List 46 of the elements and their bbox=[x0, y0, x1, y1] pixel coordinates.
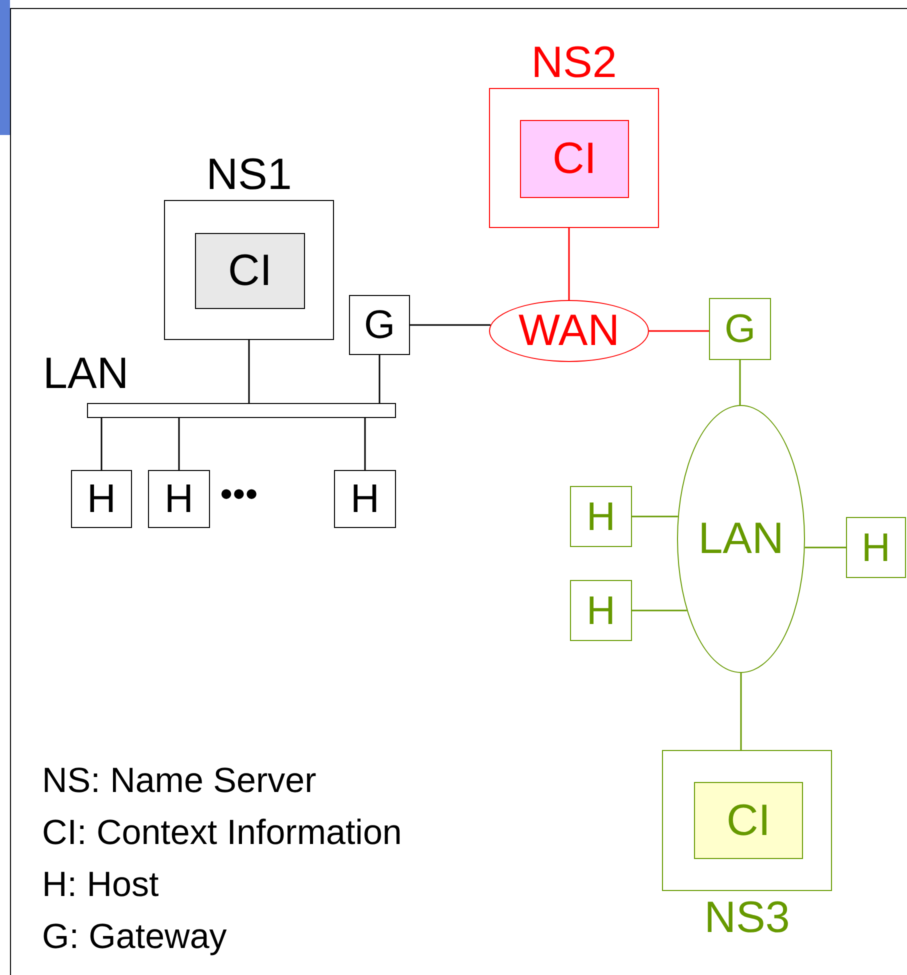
connector-line bbox=[804, 546, 846, 548]
gateway-box bbox=[349, 295, 410, 355]
host-box bbox=[334, 470, 396, 528]
connector-line bbox=[178, 418, 180, 470]
node-label: G bbox=[364, 305, 396, 345]
node-heading: NS3 bbox=[704, 896, 790, 940]
gateway-box bbox=[709, 298, 771, 360]
info-box bbox=[195, 233, 305, 309]
node-label: H bbox=[586, 496, 616, 536]
connector-line bbox=[632, 516, 678, 518]
legend-text: NS: Name Server bbox=[42, 760, 316, 802]
node-label: G bbox=[724, 309, 756, 349]
host-box bbox=[71, 470, 132, 528]
node-label: LAN bbox=[698, 517, 784, 561]
connector-line bbox=[364, 418, 366, 470]
connector-line bbox=[568, 228, 570, 300]
legend-text: CI: Context Information bbox=[42, 812, 402, 854]
connector-line bbox=[740, 673, 742, 750]
host-box bbox=[148, 470, 210, 528]
node-heading: LAN bbox=[43, 352, 129, 396]
node-label: H bbox=[862, 528, 890, 568]
node-label: WAN bbox=[518, 309, 620, 353]
node-label: H bbox=[164, 479, 194, 519]
connector-line bbox=[632, 610, 687, 612]
node-label: H bbox=[586, 590, 616, 630]
legend-text: H: Host bbox=[42, 864, 159, 906]
connector-line bbox=[378, 355, 380, 403]
connector-line bbox=[739, 360, 741, 406]
node-heading: NS2 bbox=[531, 41, 617, 85]
connector-line bbox=[248, 340, 250, 403]
info-box bbox=[694, 782, 803, 859]
legend-text: G: Gateway bbox=[42, 916, 227, 958]
node-heading: NS1 bbox=[206, 153, 292, 197]
info-box bbox=[520, 120, 629, 198]
node-label: CI bbox=[228, 249, 272, 293]
node-label: CI bbox=[552, 137, 596, 181]
node-label: CI bbox=[726, 798, 770, 842]
node-label: H bbox=[87, 479, 116, 519]
connector-line bbox=[410, 324, 491, 326]
connector-line bbox=[649, 330, 709, 332]
host-box bbox=[570, 486, 632, 547]
connector-line bbox=[100, 418, 102, 470]
ellipsis-text: ••• bbox=[220, 472, 258, 516]
host-box bbox=[570, 580, 632, 641]
node-label: H bbox=[350, 479, 380, 519]
host-box bbox=[846, 517, 906, 578]
